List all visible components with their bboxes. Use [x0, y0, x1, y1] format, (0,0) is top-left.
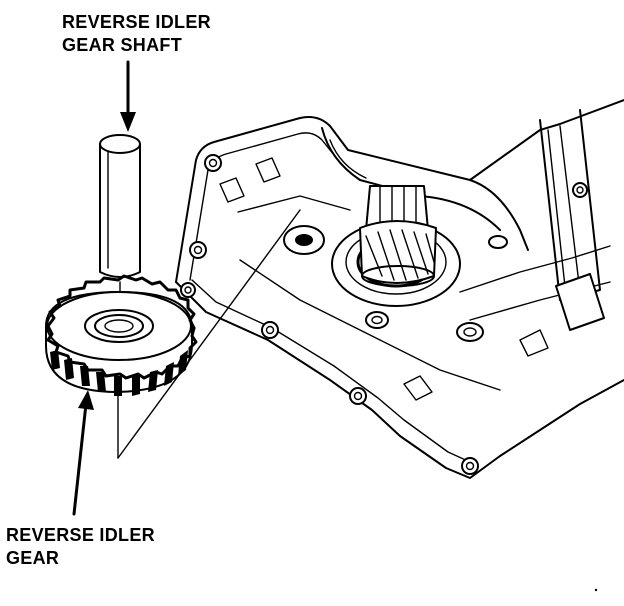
drive-pinion: [359, 185, 437, 287]
corner-mark: [594, 588, 598, 592]
shaft-label-line1: REVERSE IDLER: [62, 12, 211, 32]
transmission-housing: [175, 99, 624, 479]
shaft-callout-arrow: [120, 60, 136, 132]
reverse-idler-gear-shaft-label: REVERSE IDLER GEAR SHAFT: [62, 11, 211, 57]
gear-label-line2: GEAR: [6, 548, 60, 568]
reverse-idler-gear-label: REVERSE IDLER GEAR: [6, 524, 155, 570]
gear-callout-arrow: [72, 390, 94, 516]
spur-gear-icon: [45, 274, 198, 396]
shaft-label-line2: GEAR SHAFT: [62, 35, 182, 55]
install-leader: [117, 209, 301, 459]
cylinder-shaft-icon: [99, 134, 141, 317]
gear-label-line1: REVERSE IDLER: [6, 525, 155, 545]
